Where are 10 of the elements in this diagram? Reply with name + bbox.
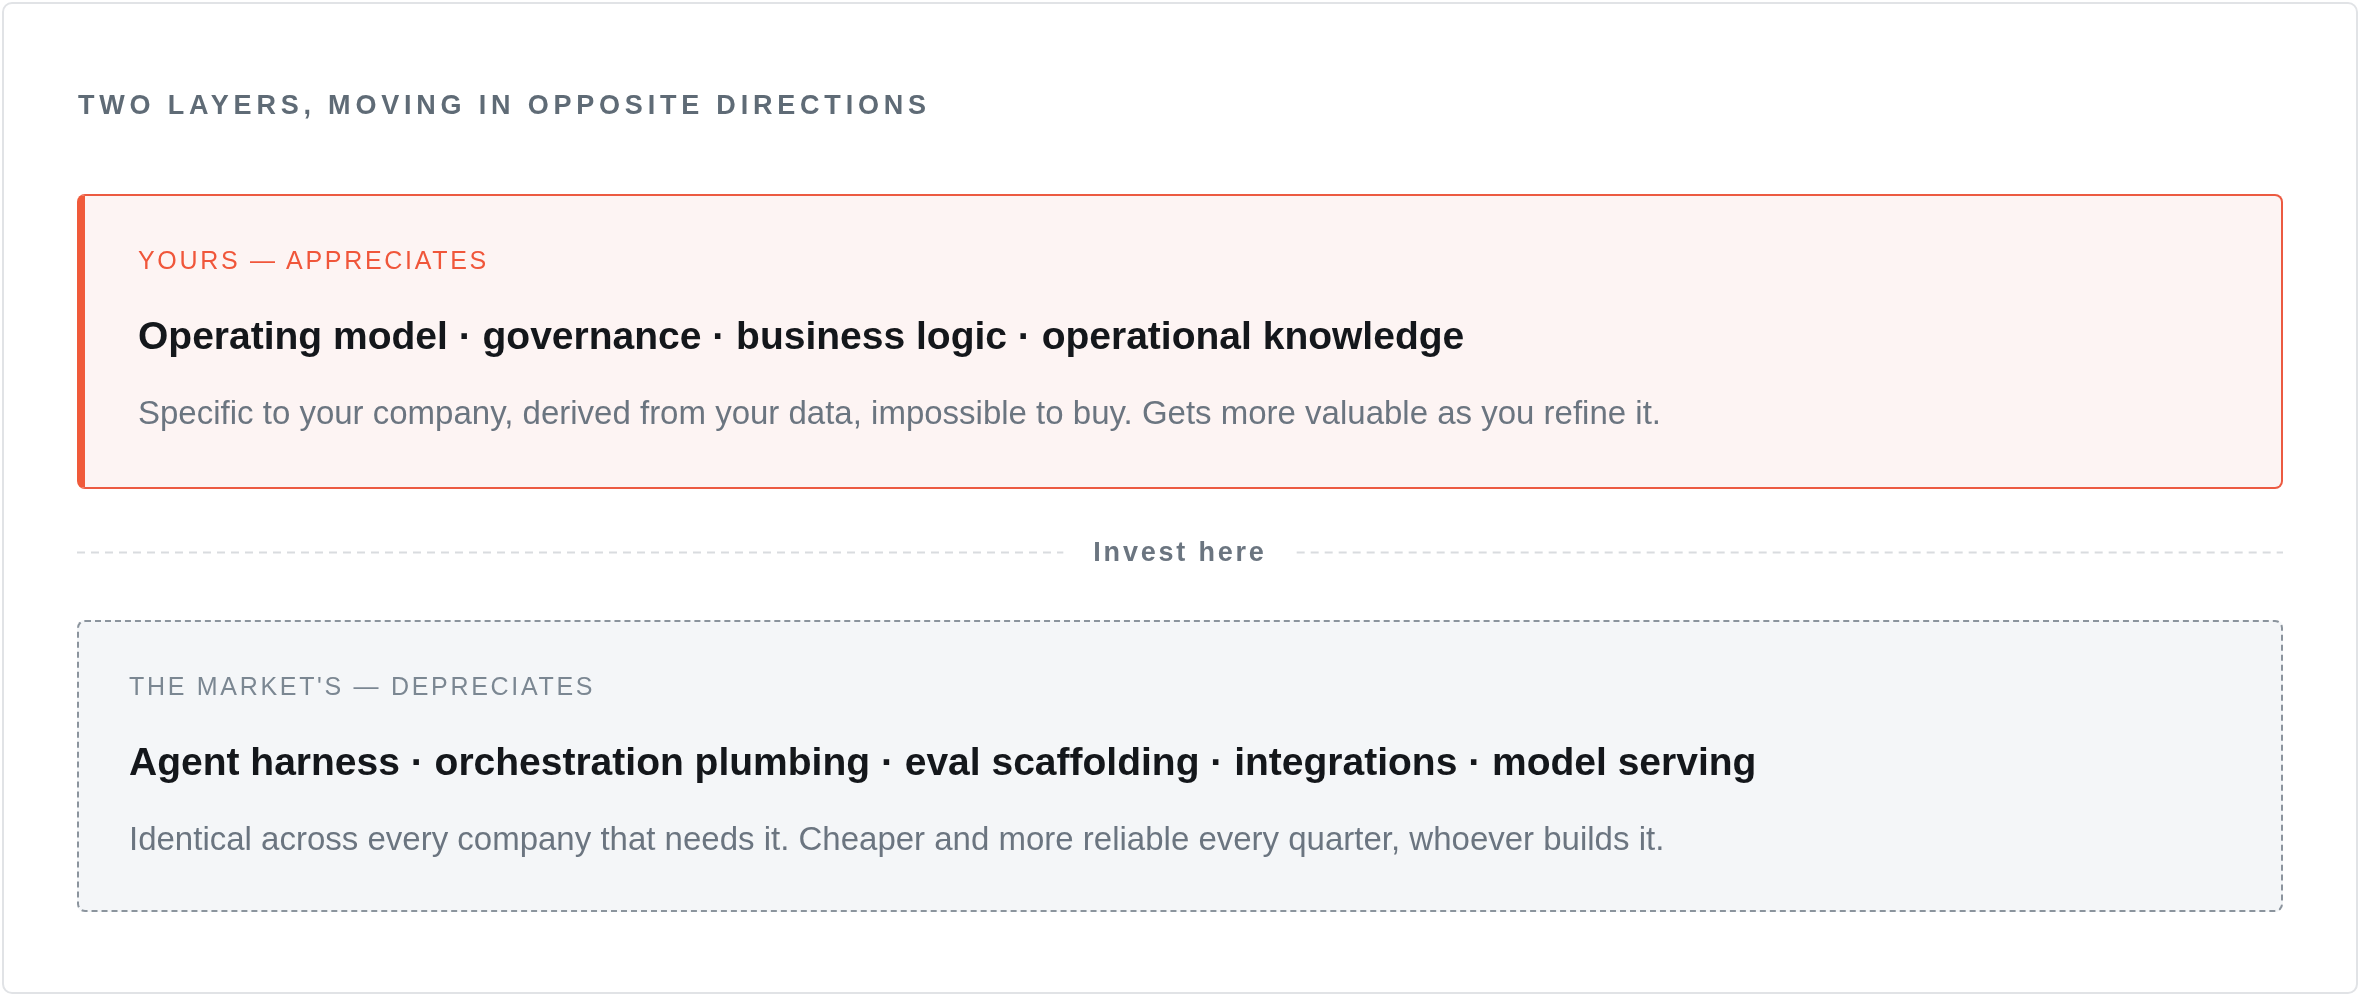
layer-label: THE MARKET'S — DEPRECIATES — [129, 671, 596, 702]
diagram-title: TWO LAYERS, MOVING IN OPPOSITE DIRECTIONS — [78, 89, 931, 122]
layer-heading: Operating model · governance · business logic · operational knowledge — [138, 313, 1465, 359]
divider-label: Invest here — [1093, 536, 1267, 569]
dashed-layer-card — [77, 620, 2283, 912]
layer-description: Specific to your company, derived from your data, impossible to buy. Gets more valuable as you refine it. — [138, 393, 1661, 433]
layer-label: YOURS — APPRECIATES — [138, 245, 489, 276]
layer-heading: Agent harness · orchestration plumbing · eval scaffolding · integrations · model serving — [129, 739, 1757, 785]
highlighted-layer-card — [77, 194, 2283, 489]
layer-description: Identical across every company that needs it. Cheaper and more reliable every quarter, whoever builds it. — [129, 819, 1665, 859]
